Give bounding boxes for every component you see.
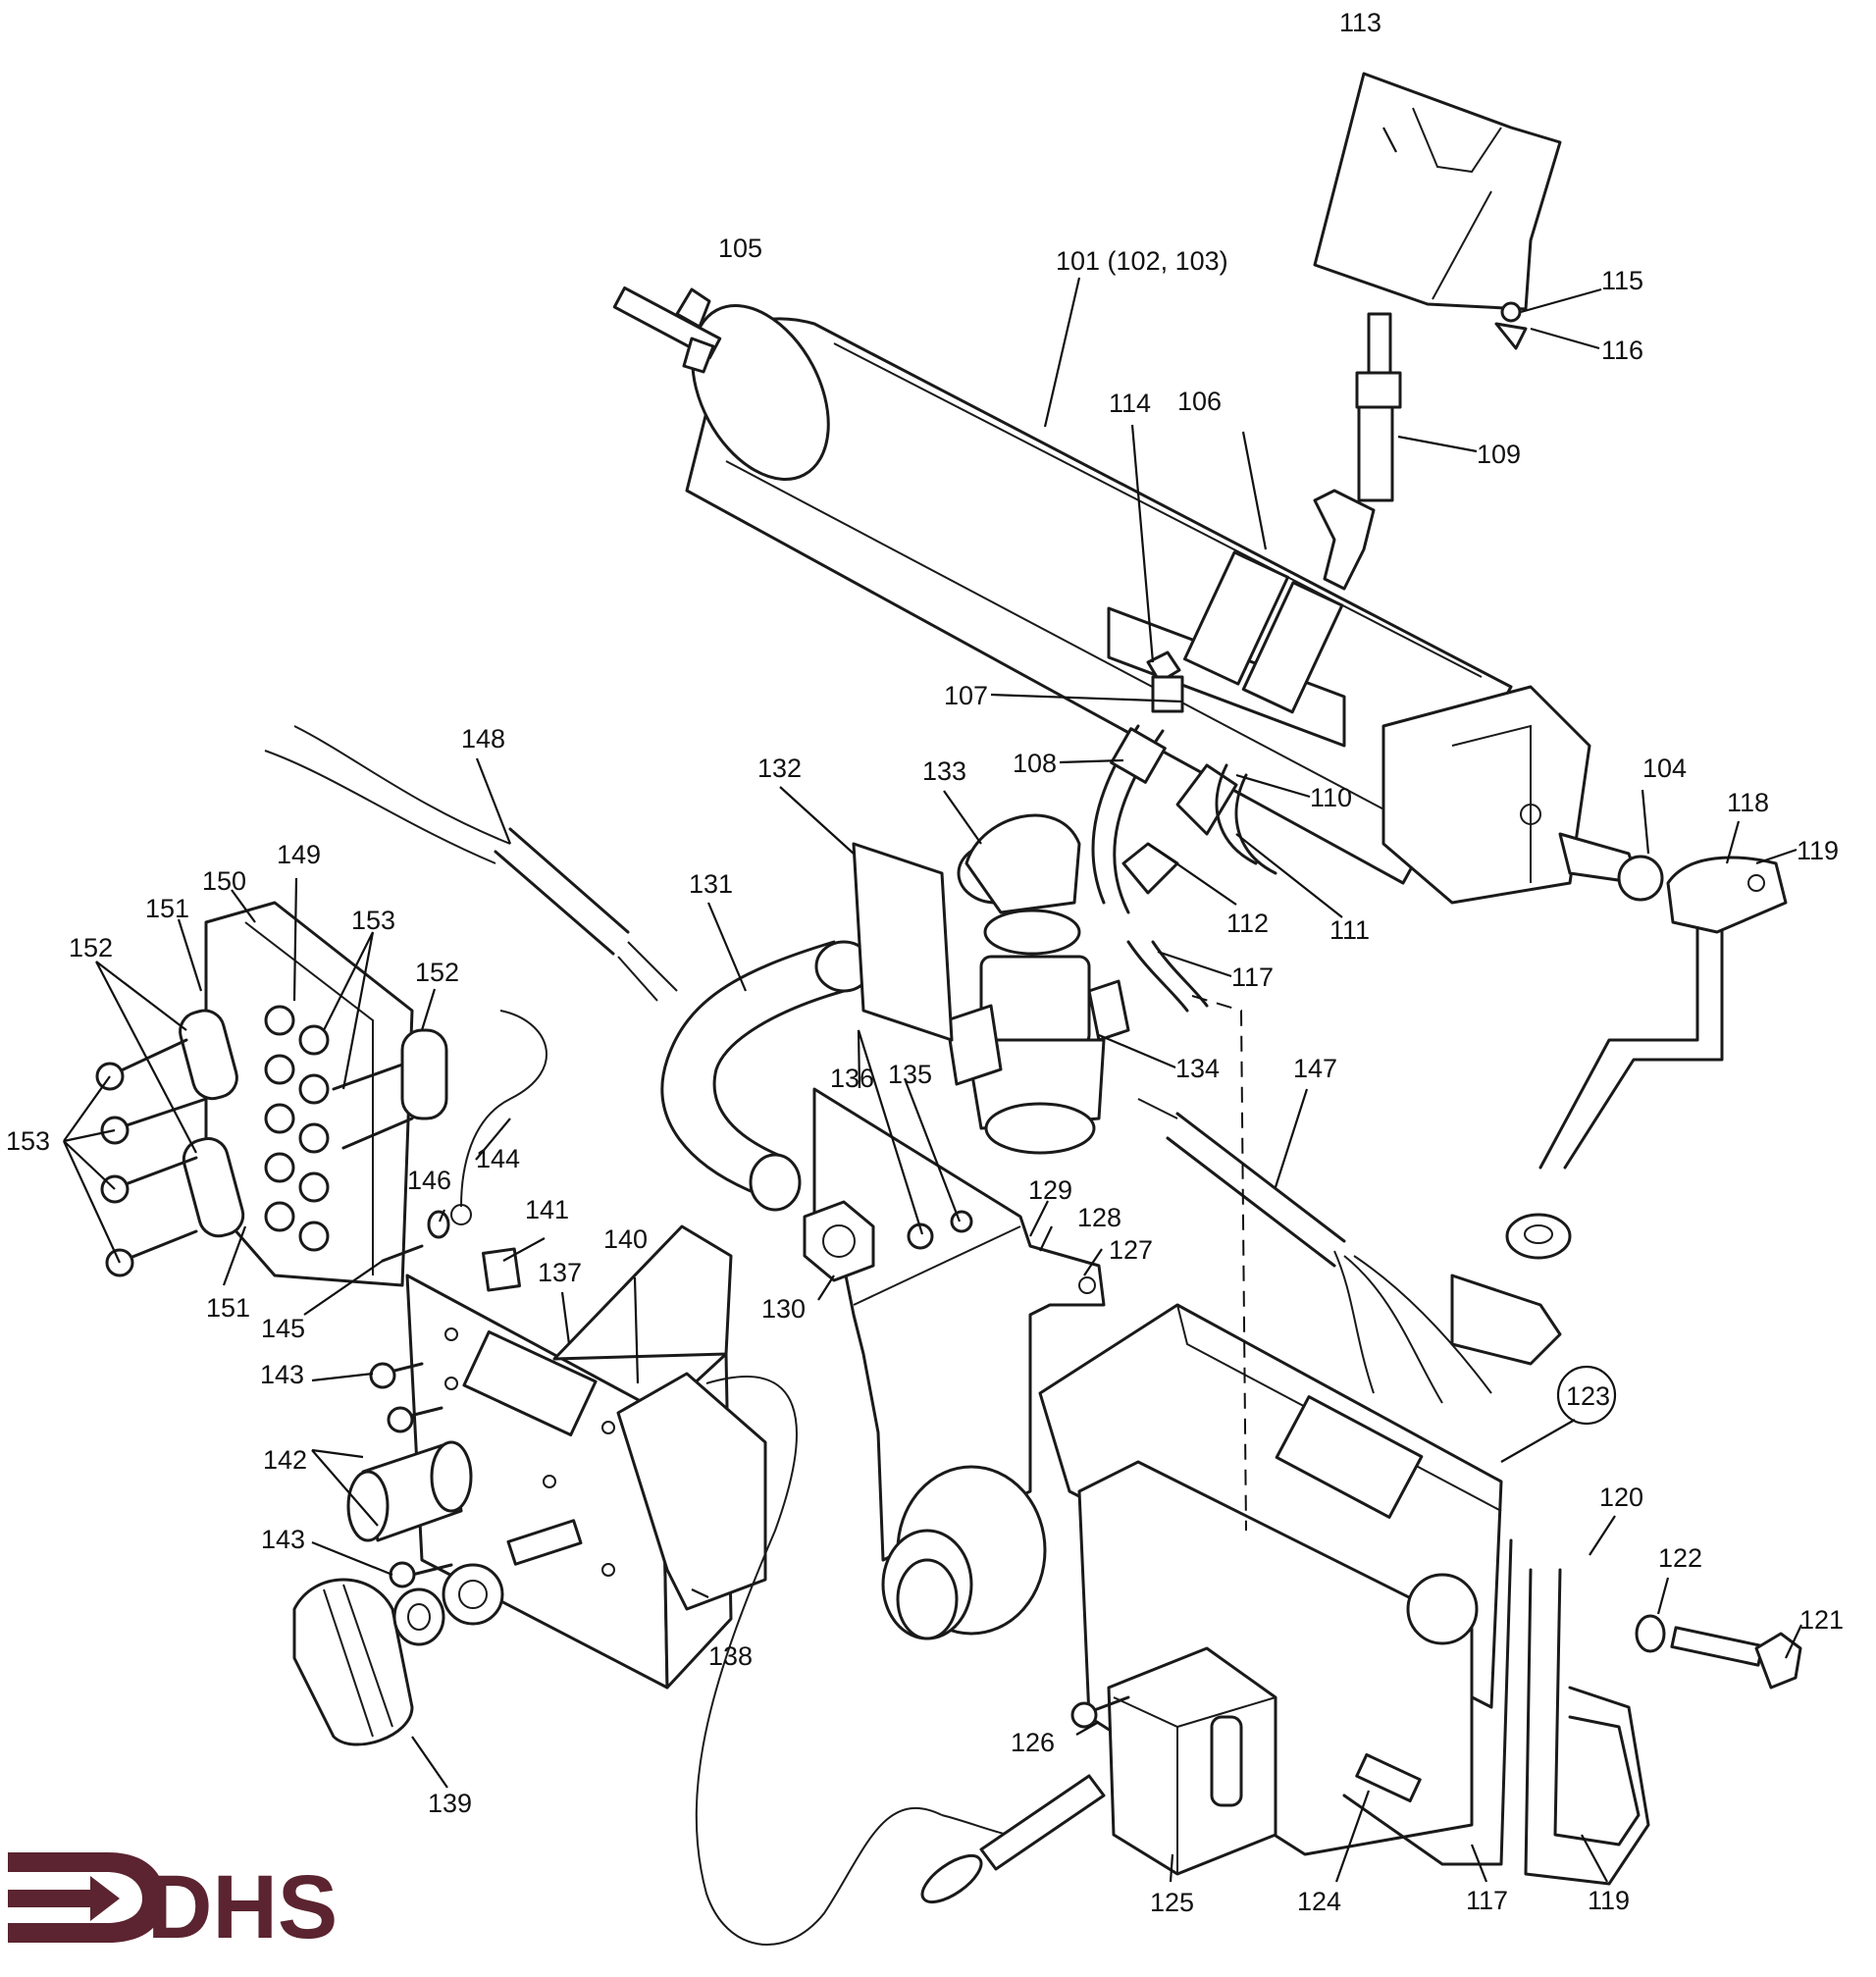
callout-119b: 119	[1588, 1886, 1630, 1915]
clamps-part	[179, 1009, 448, 1238]
callout-151a: 151	[145, 894, 189, 923]
callout-118: 118	[1727, 788, 1769, 817]
callout-132: 132	[757, 754, 802, 783]
callout-107: 107	[944, 681, 988, 710]
terminal-screws-icon	[264, 1005, 330, 1252]
callout-135: 135	[888, 1060, 932, 1089]
callout-142: 142	[263, 1445, 307, 1475]
callout-121: 121	[1799, 1605, 1844, 1635]
dhs-logo: DHS	[8, 1852, 338, 1957]
callout-141: 141	[525, 1195, 569, 1224]
callout-136: 136	[830, 1064, 874, 1093]
screw-washer-part	[1635, 1614, 1802, 1690]
callout-115: 115	[1601, 266, 1643, 295]
cable-147-part	[1137, 1098, 1492, 1404]
callout-134: 134	[1175, 1054, 1220, 1083]
callout-123: 123	[1566, 1381, 1610, 1411]
callout-127: 127	[1109, 1235, 1153, 1265]
burner-tube-part	[685, 304, 1513, 885]
clip-part	[482, 1247, 521, 1292]
grommet-part	[1450, 1213, 1572, 1366]
mounting-plate-part	[852, 842, 954, 1042]
callout-109: 109	[1477, 440, 1521, 469]
callout-140: 140	[603, 1224, 648, 1254]
leader-lines	[63, 127, 1802, 1883]
upper-pipe-part	[1538, 856, 1788, 1170]
callout-150: 150	[202, 866, 246, 896]
callout-145: 145	[261, 1314, 305, 1343]
callout-137: 137	[538, 1258, 582, 1287]
pushbutton-part	[346, 1362, 473, 1588]
callout-110: 110	[1310, 783, 1352, 812]
callout-108: 108	[1013, 749, 1057, 778]
callout-113: 113	[1339, 8, 1381, 37]
callout-126: 126	[1011, 1728, 1055, 1757]
callout-111: 111	[1329, 915, 1370, 945]
callout-143a: 143	[260, 1360, 304, 1389]
callout-130: 130	[761, 1294, 806, 1324]
callout-153a: 153	[351, 906, 395, 935]
hex-nut-part	[803, 1200, 875, 1282]
gas-pipes-part	[1342, 1538, 1650, 1886]
callout-104: 104	[1642, 754, 1687, 783]
callout-152b: 152	[415, 958, 459, 987]
callout-153b: 153	[6, 1126, 50, 1156]
thermostat-capillary-part	[695, 1376, 1106, 1947]
callout-149: 149	[277, 840, 321, 869]
wing-nut-bolt-part	[612, 286, 722, 374]
callout-147: 147	[1293, 1054, 1337, 1083]
burner-head-part	[1107, 550, 1346, 748]
callout-139: 139	[428, 1789, 472, 1818]
callout-125: 125	[1150, 1888, 1194, 1917]
bent-pipe-part	[660, 940, 873, 1212]
callout-117a: 117	[1231, 962, 1274, 992]
callout-labels: 113 105 101 (102, 103) 115 116 114 106 1…	[6, 8, 1844, 1917]
regulator-knob-part	[881, 1465, 1047, 1640]
callout-128: 128	[1077, 1203, 1121, 1232]
callout-151b: 151	[206, 1293, 250, 1323]
callout-143b: 143	[261, 1525, 305, 1554]
callout-138: 138	[708, 1641, 753, 1671]
solenoid-box-part	[1107, 1646, 1277, 1876]
logo-text: DHS	[147, 1857, 338, 1957]
valve-body-part	[945, 955, 1130, 1155]
callout-122: 122	[1658, 1543, 1702, 1573]
callout-114: 114	[1109, 389, 1151, 418]
callout-148: 148	[461, 724, 505, 754]
callout-124: 124	[1297, 1887, 1341, 1916]
nipple-124-part	[1355, 1752, 1422, 1803]
deflector-plate-part	[1313, 72, 1562, 350]
callout-144: 144	[476, 1144, 520, 1173]
callout-152a: 152	[69, 933, 113, 962]
callout-116: 116	[1601, 336, 1643, 365]
callout-129: 129	[1028, 1175, 1072, 1205]
callout-123-circle	[1556, 1365, 1617, 1426]
callout-119a: 119	[1797, 836, 1839, 865]
alignment-dashed-line	[1191, 995, 1247, 1532]
callout-133: 133	[922, 756, 966, 786]
callout-117b: 117	[1466, 1886, 1508, 1915]
callout-106: 106	[1177, 387, 1222, 416]
control-knob-part	[292, 1519, 583, 1746]
callout-112: 112	[1226, 909, 1269, 938]
screw-126-part	[1070, 1695, 1130, 1729]
electrode-part	[1313, 312, 1402, 591]
elbow-fitting-part	[957, 813, 1081, 956]
cable-148-part	[264, 725, 678, 1002]
callout-146: 146	[407, 1166, 451, 1195]
callout-105: 105	[718, 234, 762, 263]
callout-131: 131	[689, 869, 733, 899]
bracket-part	[812, 1087, 1106, 1562]
arrow-bracket-icon	[8, 1852, 165, 1943]
callout-120: 120	[1599, 1483, 1643, 1512]
callout-101: 101 (102, 103)	[1056, 246, 1228, 276]
ground-wire-part	[427, 1010, 547, 1239]
end-cap-part	[1381, 685, 1664, 905]
